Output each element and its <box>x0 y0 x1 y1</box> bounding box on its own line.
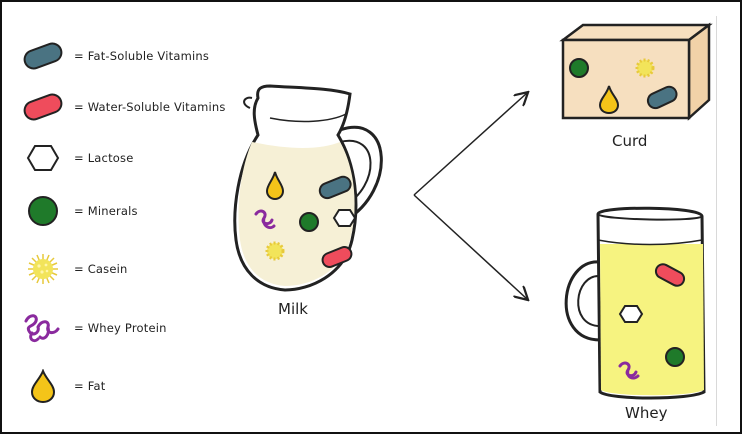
lactose-icon <box>334 210 355 226</box>
milk-jug <box>235 86 382 290</box>
arrow-to-whey <box>414 195 527 299</box>
curd-block <box>563 25 709 118</box>
casein-icon <box>637 60 653 76</box>
casein-icon <box>267 243 283 259</box>
milk-label: Milk <box>278 300 308 318</box>
curd-label: Curd <box>612 132 647 150</box>
whey-label: Whey <box>625 404 667 422</box>
minerals-icon <box>570 59 588 77</box>
whey-jug <box>566 208 704 398</box>
arrow-to-curd <box>414 93 527 195</box>
whey-fill <box>600 244 704 395</box>
minerals-icon <box>300 213 318 231</box>
minerals-icon <box>666 348 684 366</box>
lactose-icon <box>620 306 642 322</box>
